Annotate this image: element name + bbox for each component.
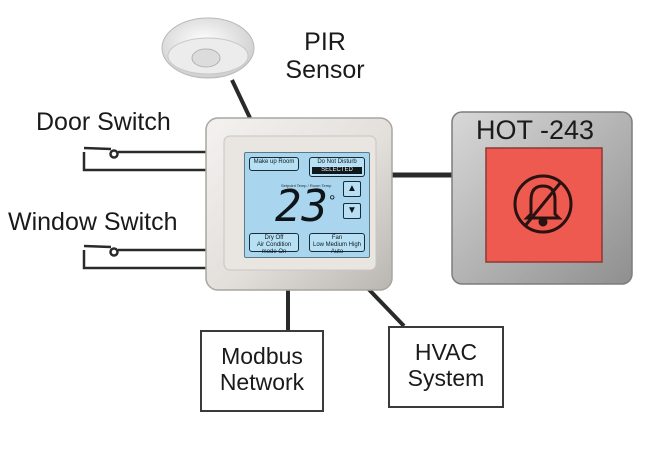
pir-sensor-device — [161, 17, 255, 79]
dry-off-sublabel: Air Condition mode On — [256, 242, 292, 255]
make-up-room-label: Make up Room — [253, 159, 295, 165]
selected-badge: SELECTED — [312, 167, 362, 174]
do-not-disturb-label: Do Not Disturb — [317, 159, 357, 165]
arrow-up-icon[interactable]: ▲ — [343, 181, 361, 197]
modbus-line1: Modbus — [221, 343, 303, 369]
door-switch-symbol — [82, 146, 212, 172]
hot-243-label: HOT -243 — [476, 115, 595, 145]
setpoint-label: Setpoint Temp / Room Temp — [281, 183, 332, 188]
window-switch-label: Window Switch — [8, 208, 178, 236]
fan-label: Fan — [331, 235, 343, 241]
temperature-readout: 23 — [275, 181, 328, 232]
hvac-line1: HVAC — [414, 339, 478, 365]
hvac-line2: System — [407, 365, 485, 391]
pir-sensor-label: PIR Sensor — [270, 28, 380, 84]
thermostat-screen: Make up Room Do Not Disturb SELECTED Set… — [244, 152, 370, 258]
pir-label-line1: PIR — [304, 28, 346, 56]
temperature-unit: ° — [329, 193, 336, 210]
arrow-down-icon[interactable]: ▼ — [343, 203, 361, 219]
hot-243-panel — [451, 111, 633, 285]
do-not-disturb-button[interactable]: Do Not Disturb SELECTED — [309, 157, 365, 177]
door-switch-label: Door Switch — [36, 108, 171, 136]
modbus-network-box: Modbus Network — [200, 330, 324, 412]
bell-crossed-icon — [513, 174, 573, 234]
modbus-line2: Network — [219, 369, 305, 395]
hvac-system-box: HVAC System — [388, 326, 504, 408]
window-switch-symbol — [82, 244, 212, 270]
pir-connector-line — [230, 79, 252, 119]
dry-off-button[interactable]: Dry Off Air Condition mode On — [249, 233, 299, 255]
pir-label-line2: Sensor — [285, 56, 365, 84]
fan-button[interactable]: Fan Low Medium High Auto — [309, 233, 365, 255]
make-up-room-button[interactable]: Make up Room — [249, 157, 299, 171]
fan-sublabel: Low Medium High Auto — [312, 242, 362, 255]
dry-off-label: Dry Off — [264, 235, 284, 241]
